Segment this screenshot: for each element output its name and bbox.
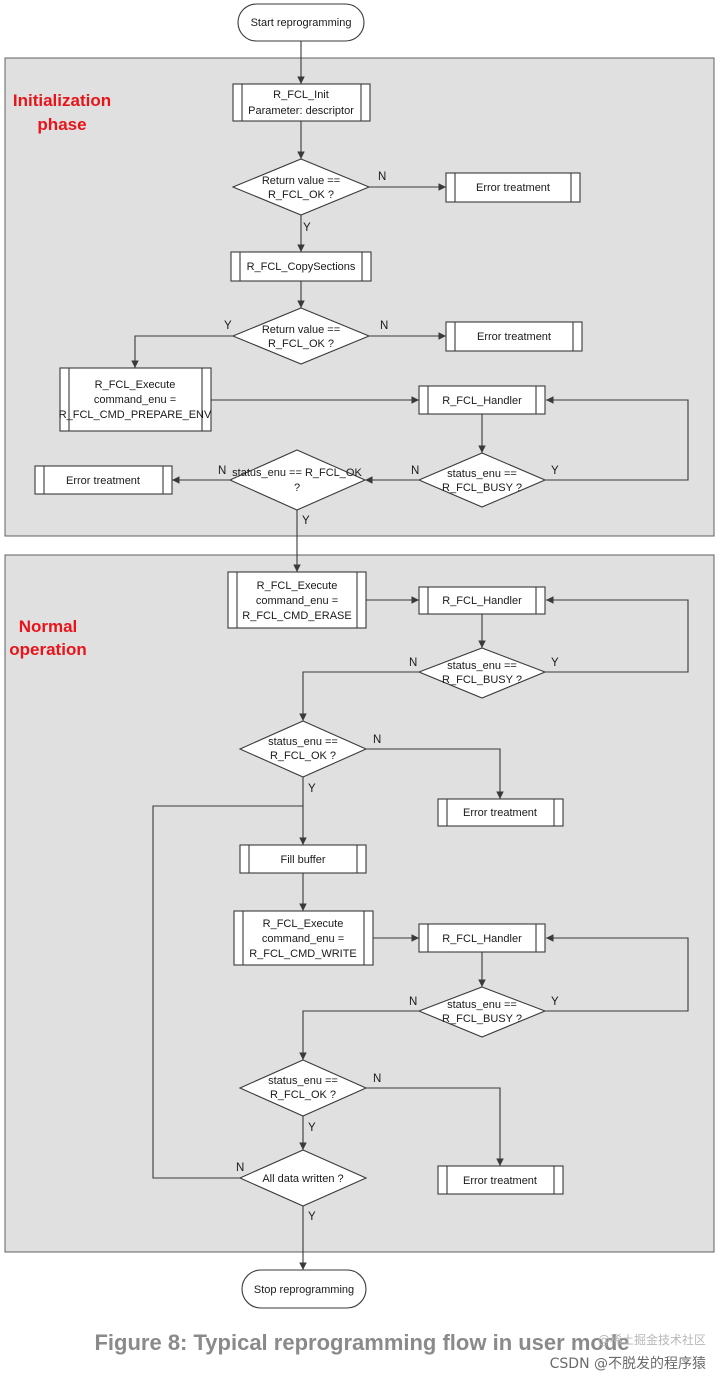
execute-erase-line-2: command_enu = (256, 595, 338, 607)
error-treatment-box-5 (437, 1165, 564, 1195)
execute-prepare-line-1: R_FCL_Execute (95, 379, 176, 391)
branch-n: N (409, 996, 417, 1008)
branch-n: N (378, 171, 386, 183)
handler-label-3: R_FCL_Handler (442, 933, 522, 945)
branch-n: N (373, 1073, 381, 1085)
branch-y: Y (308, 1122, 316, 1134)
execute-write-line-3: R_FCL_CMD_WRITE (249, 948, 357, 960)
normal-operation-region (4, 554, 715, 1253)
busy-decision-2 (417, 647, 547, 699)
status-ok-decision-2-line-2: R_FCL_OK ? (270, 750, 336, 762)
init-process-box (232, 83, 371, 122)
branch-labels: N Y Y N N Y N Y N Y N Y N Y N Y N Y (218, 171, 559, 1223)
decision-2-line-2: R_FCL_OK ? (268, 338, 334, 350)
busy-decision-3-line-1: status_enu == (447, 999, 517, 1011)
error-treatment-label-3: Error treatment (66, 475, 140, 487)
return-value-decision-1 (231, 158, 371, 216)
status-ok-decision-3-line-2: R_FCL_OK ? (270, 1089, 336, 1101)
error-treatment-label-2: Error treatment (477, 331, 551, 343)
community-watermark: @稀土掘金技术社区 (598, 1332, 706, 1347)
branch-n: N (380, 320, 388, 332)
execute-write-line-1: R_FCL_Execute (263, 918, 344, 930)
execute-erase-box (227, 571, 367, 629)
branch-n: N (411, 465, 419, 477)
branch-y: Y (551, 465, 559, 477)
status-ok-decision-1-line-1: status_enu == R_FCL_OK (232, 467, 362, 479)
busy-decision-1-line-2: R_FCL_BUSY ? (442, 482, 522, 494)
copy-sections-box (230, 251, 372, 282)
execute-erase-line-1: R_FCL_Execute (257, 580, 338, 592)
normal-operation-subtitle: operation (9, 640, 86, 659)
init-label-2: Parameter: descriptor (248, 105, 354, 117)
status-ok-decision-2-line-1: status_enu == (268, 736, 338, 748)
status-ok-decision-1-line-2: ? (294, 482, 300, 494)
status-ok-decision-3 (238, 1059, 368, 1117)
execute-erase-line-3: R_FCL_CMD_ERASE (242, 610, 351, 622)
execute-write-box (233, 910, 374, 966)
normal-operation-title: Normal (19, 617, 78, 636)
error-treatment-label-5: Error treatment (463, 1175, 537, 1187)
status-ok-decision-1 (228, 449, 367, 511)
csdn-watermark: CSDN @不脱发的程序猿 (550, 1356, 706, 1372)
execute-prepare-env-box (59, 367, 212, 432)
start-label: Start reprogramming (251, 17, 352, 29)
branch-n: N (409, 657, 417, 669)
initialization-phase-subtitle: phase (37, 115, 86, 134)
fill-buffer-label: Fill buffer (280, 854, 325, 866)
branch-n: N (218, 465, 226, 477)
branch-y: Y (308, 783, 316, 795)
branch-y: Y (551, 996, 559, 1008)
initialization-phase-title: Initialization (13, 91, 111, 110)
handler-box-3 (418, 923, 546, 953)
error-treatment-box-3 (34, 465, 173, 495)
busy-decision-1-line-1: status_enu == (447, 468, 517, 480)
branch-n: N (373, 734, 381, 746)
start-terminal (237, 3, 365, 42)
return-value-decision-2 (231, 307, 371, 365)
busy-decision-3 (417, 986, 547, 1038)
all-data-written-label: All data written ? (262, 1173, 343, 1185)
decision-2-line-1: Return value == (262, 324, 340, 336)
execute-prepare-line-2: command_enu = (94, 394, 176, 406)
execute-prepare-line-3: R_FCL_CMD_PREPARE_ENV (59, 409, 212, 421)
decision-1-line-2: R_FCL_OK ? (268, 189, 334, 201)
error-treatment-label-4: Error treatment (463, 807, 537, 819)
handler-label-2: R_FCL_Handler (442, 595, 522, 607)
status-ok-decision-3-line-1: status_enu == (268, 1075, 338, 1087)
handler-box-1 (418, 385, 546, 415)
error-treatment-label-1: Error treatment (476, 182, 550, 194)
decision-1-line-1: Return value == (262, 175, 340, 187)
branch-y: Y (551, 657, 559, 669)
branch-y: Y (302, 515, 310, 527)
stop-terminal (241, 1269, 367, 1309)
all-data-written-decision (238, 1149, 368, 1207)
fill-buffer-box (239, 844, 367, 874)
branch-n: N (236, 1162, 244, 1174)
copy-sections-label: R_FCL_CopySections (247, 261, 356, 273)
branch-y: Y (224, 320, 232, 332)
handler-label-1: R_FCL_Handler (442, 395, 522, 407)
busy-decision-1 (417, 452, 547, 508)
init-label-1: R_FCL_Init (273, 89, 329, 101)
status-ok-decision-2 (238, 720, 368, 778)
error-treatment-box-4 (437, 798, 564, 827)
connectors (131, 41, 689, 1270)
execute-write-line-2: command_enu = (262, 933, 344, 945)
error-treatment-box-2 (445, 321, 583, 352)
busy-decision-2-line-2: R_FCL_BUSY ? (442, 674, 522, 686)
busy-decision-2-line-1: status_enu == (447, 660, 517, 672)
figure-caption: Figure 8: Typical reprogramming flow in … (94, 1330, 629, 1355)
initialization-phase-region (4, 57, 715, 537)
busy-decision-3-line-2: R_FCL_BUSY ? (442, 1013, 522, 1025)
handler-box-2 (418, 586, 546, 615)
error-treatment-box-1 (445, 172, 581, 203)
stop-label: Stop reprogramming (254, 1284, 354, 1296)
branch-y: Y (303, 222, 311, 234)
branch-y: Y (308, 1211, 316, 1223)
